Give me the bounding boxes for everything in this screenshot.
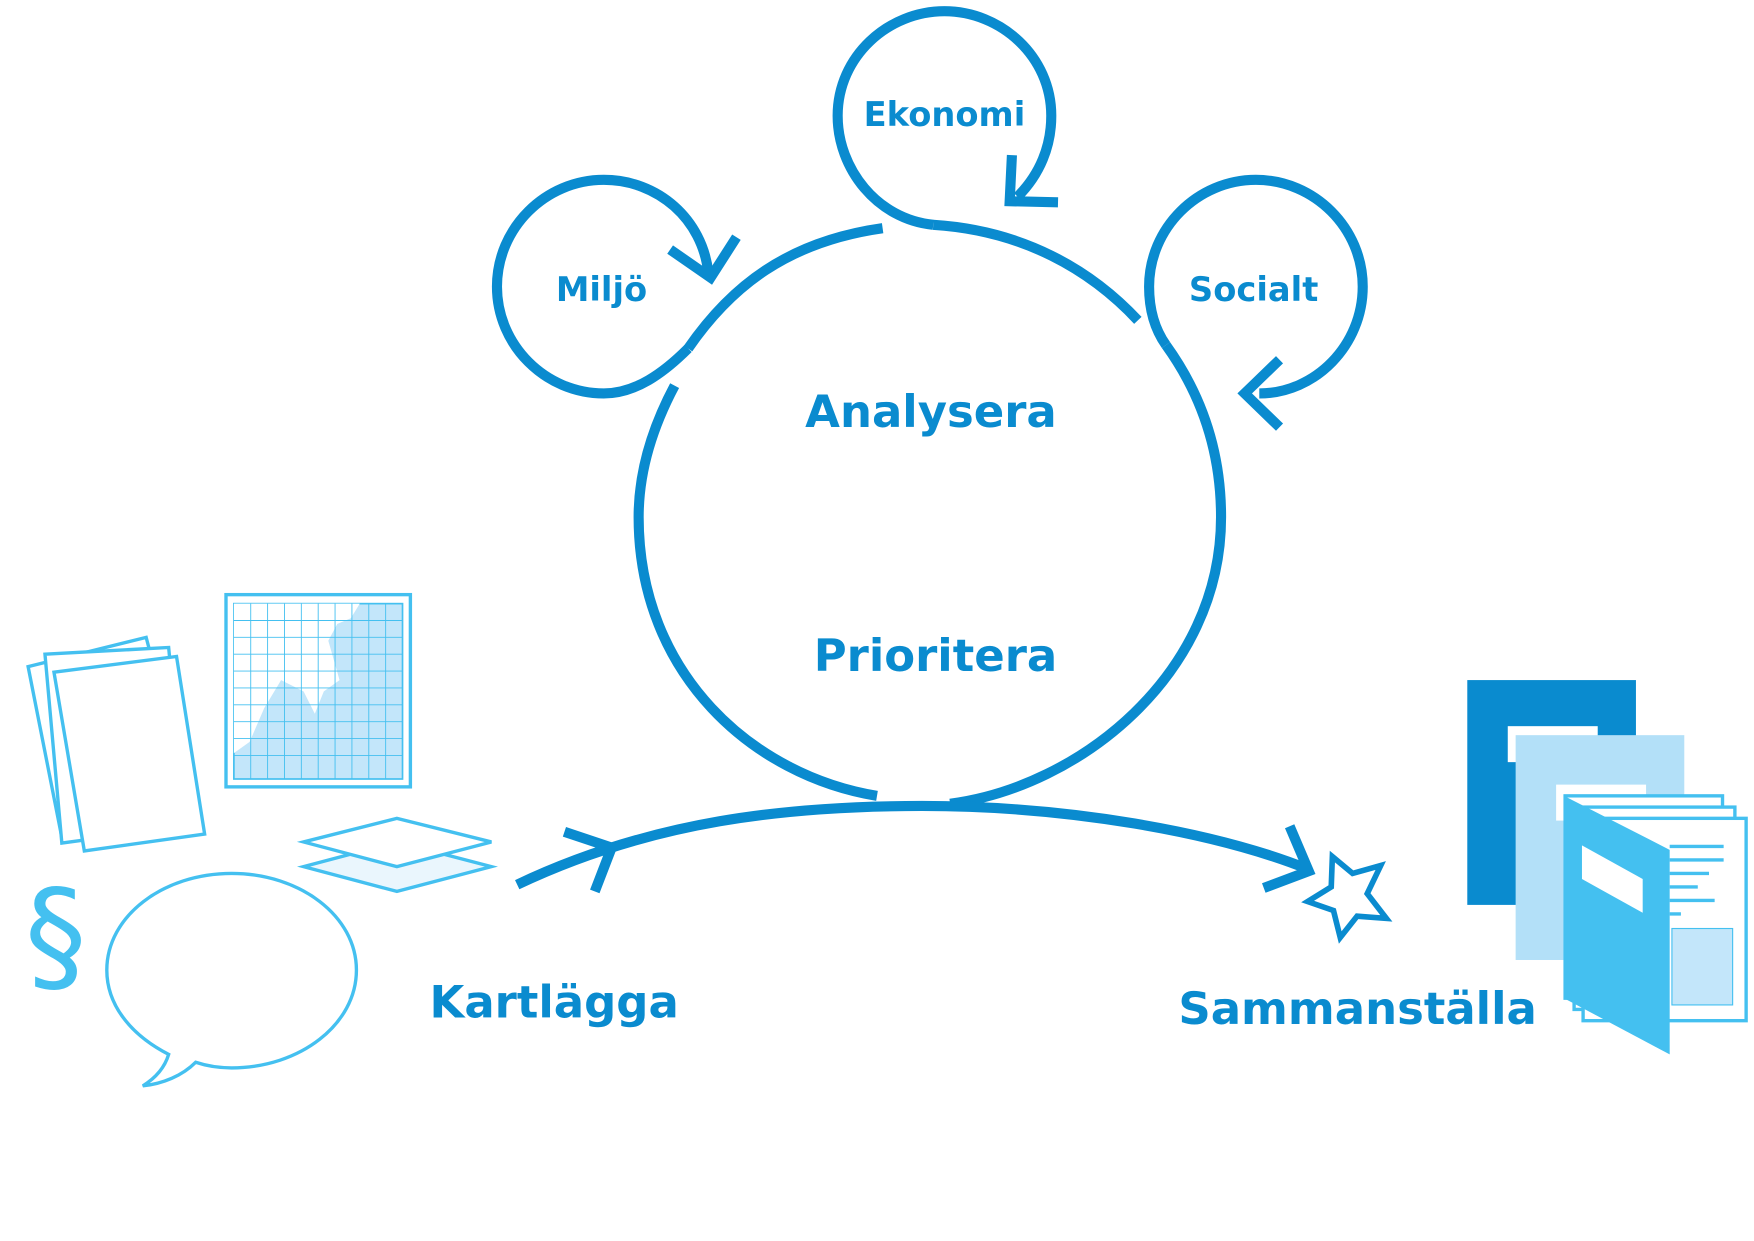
miljo-loop: Miljö (491, 174, 741, 399)
miljo-label: Miljö (556, 270, 647, 309)
socialt-loop: Socialt (1144, 174, 1368, 431)
speech-bubble-icon (105, 871, 359, 1088)
reports-icon (1467, 680, 1748, 1055)
flow-arc (515, 800, 1393, 944)
ekonomi-loop: Ekonomi (832, 6, 1059, 230)
kartlagga-label: Kartlägga (430, 975, 679, 1028)
socialt-label: Socialt (1189, 270, 1318, 309)
section-sign-icon: § (25, 864, 87, 1008)
analysera-label: Analysera (805, 385, 1057, 438)
main-cycle (633, 219, 1227, 809)
ekonomi-label: Ekonomi (864, 95, 1026, 134)
layers-icon (296, 816, 499, 894)
sammanstalla-label: Sammanställa (1178, 982, 1537, 1035)
map-icon (224, 592, 413, 789)
documents-icon (26, 635, 207, 853)
prioritera-label: Prioritera (814, 629, 1057, 682)
star-icon (1301, 850, 1393, 944)
